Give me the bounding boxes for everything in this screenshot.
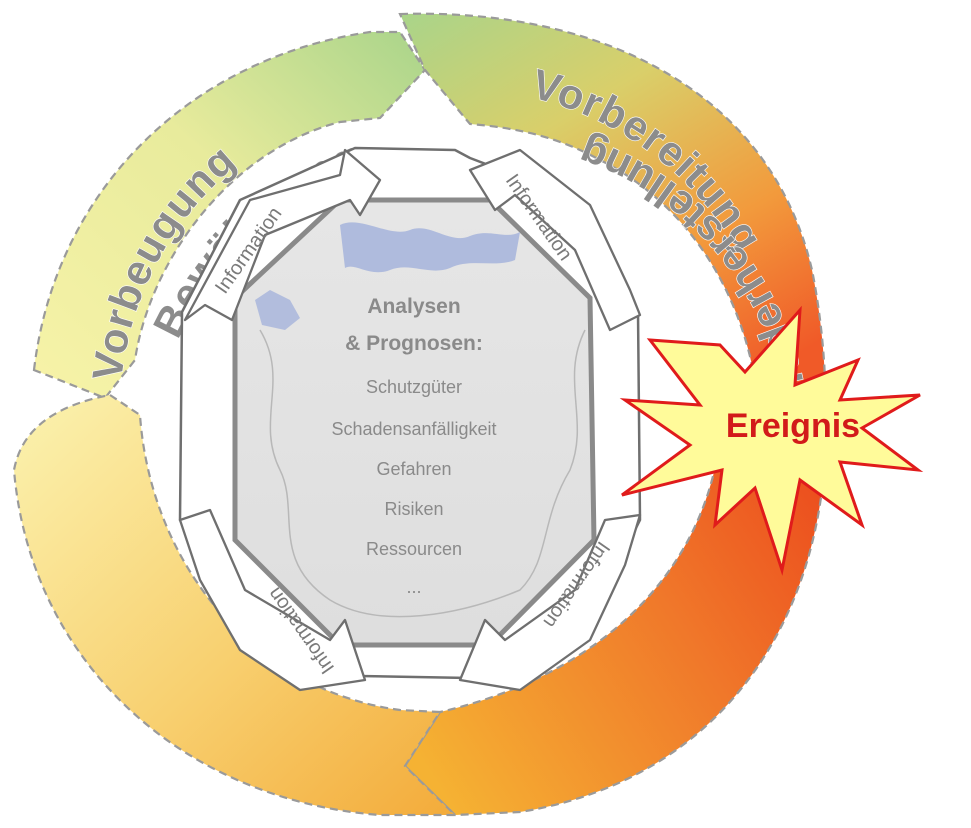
center-item: Schutzgüter	[366, 377, 462, 397]
prevention-arrow	[32, 30, 427, 400]
map-outline	[255, 222, 586, 618]
sea-shape	[340, 222, 520, 273]
event-label: Ereignis	[726, 407, 860, 445]
starburst-shape	[619, 305, 924, 576]
center-item: ...	[406, 577, 421, 597]
border-line	[259, 329, 586, 618]
center-item: Schadensanfälligkeit	[331, 419, 496, 439]
analysis-text-block: Analysen & Prognosen: Schutzgüter Schade…	[331, 295, 496, 597]
center-title-line1: Analysen	[367, 295, 460, 318]
coast-shape	[255, 290, 300, 330]
preparation-arrow	[398, 12, 828, 442]
center-item: Gefahren	[376, 459, 451, 479]
event-starburst: Ereignis	[619, 305, 924, 576]
center-item: Risiken	[384, 499, 443, 519]
center-title-line2: & Prognosen:	[345, 332, 483, 355]
recovery-arrow	[12, 393, 458, 817]
center-item: Ressourcen	[366, 539, 462, 559]
